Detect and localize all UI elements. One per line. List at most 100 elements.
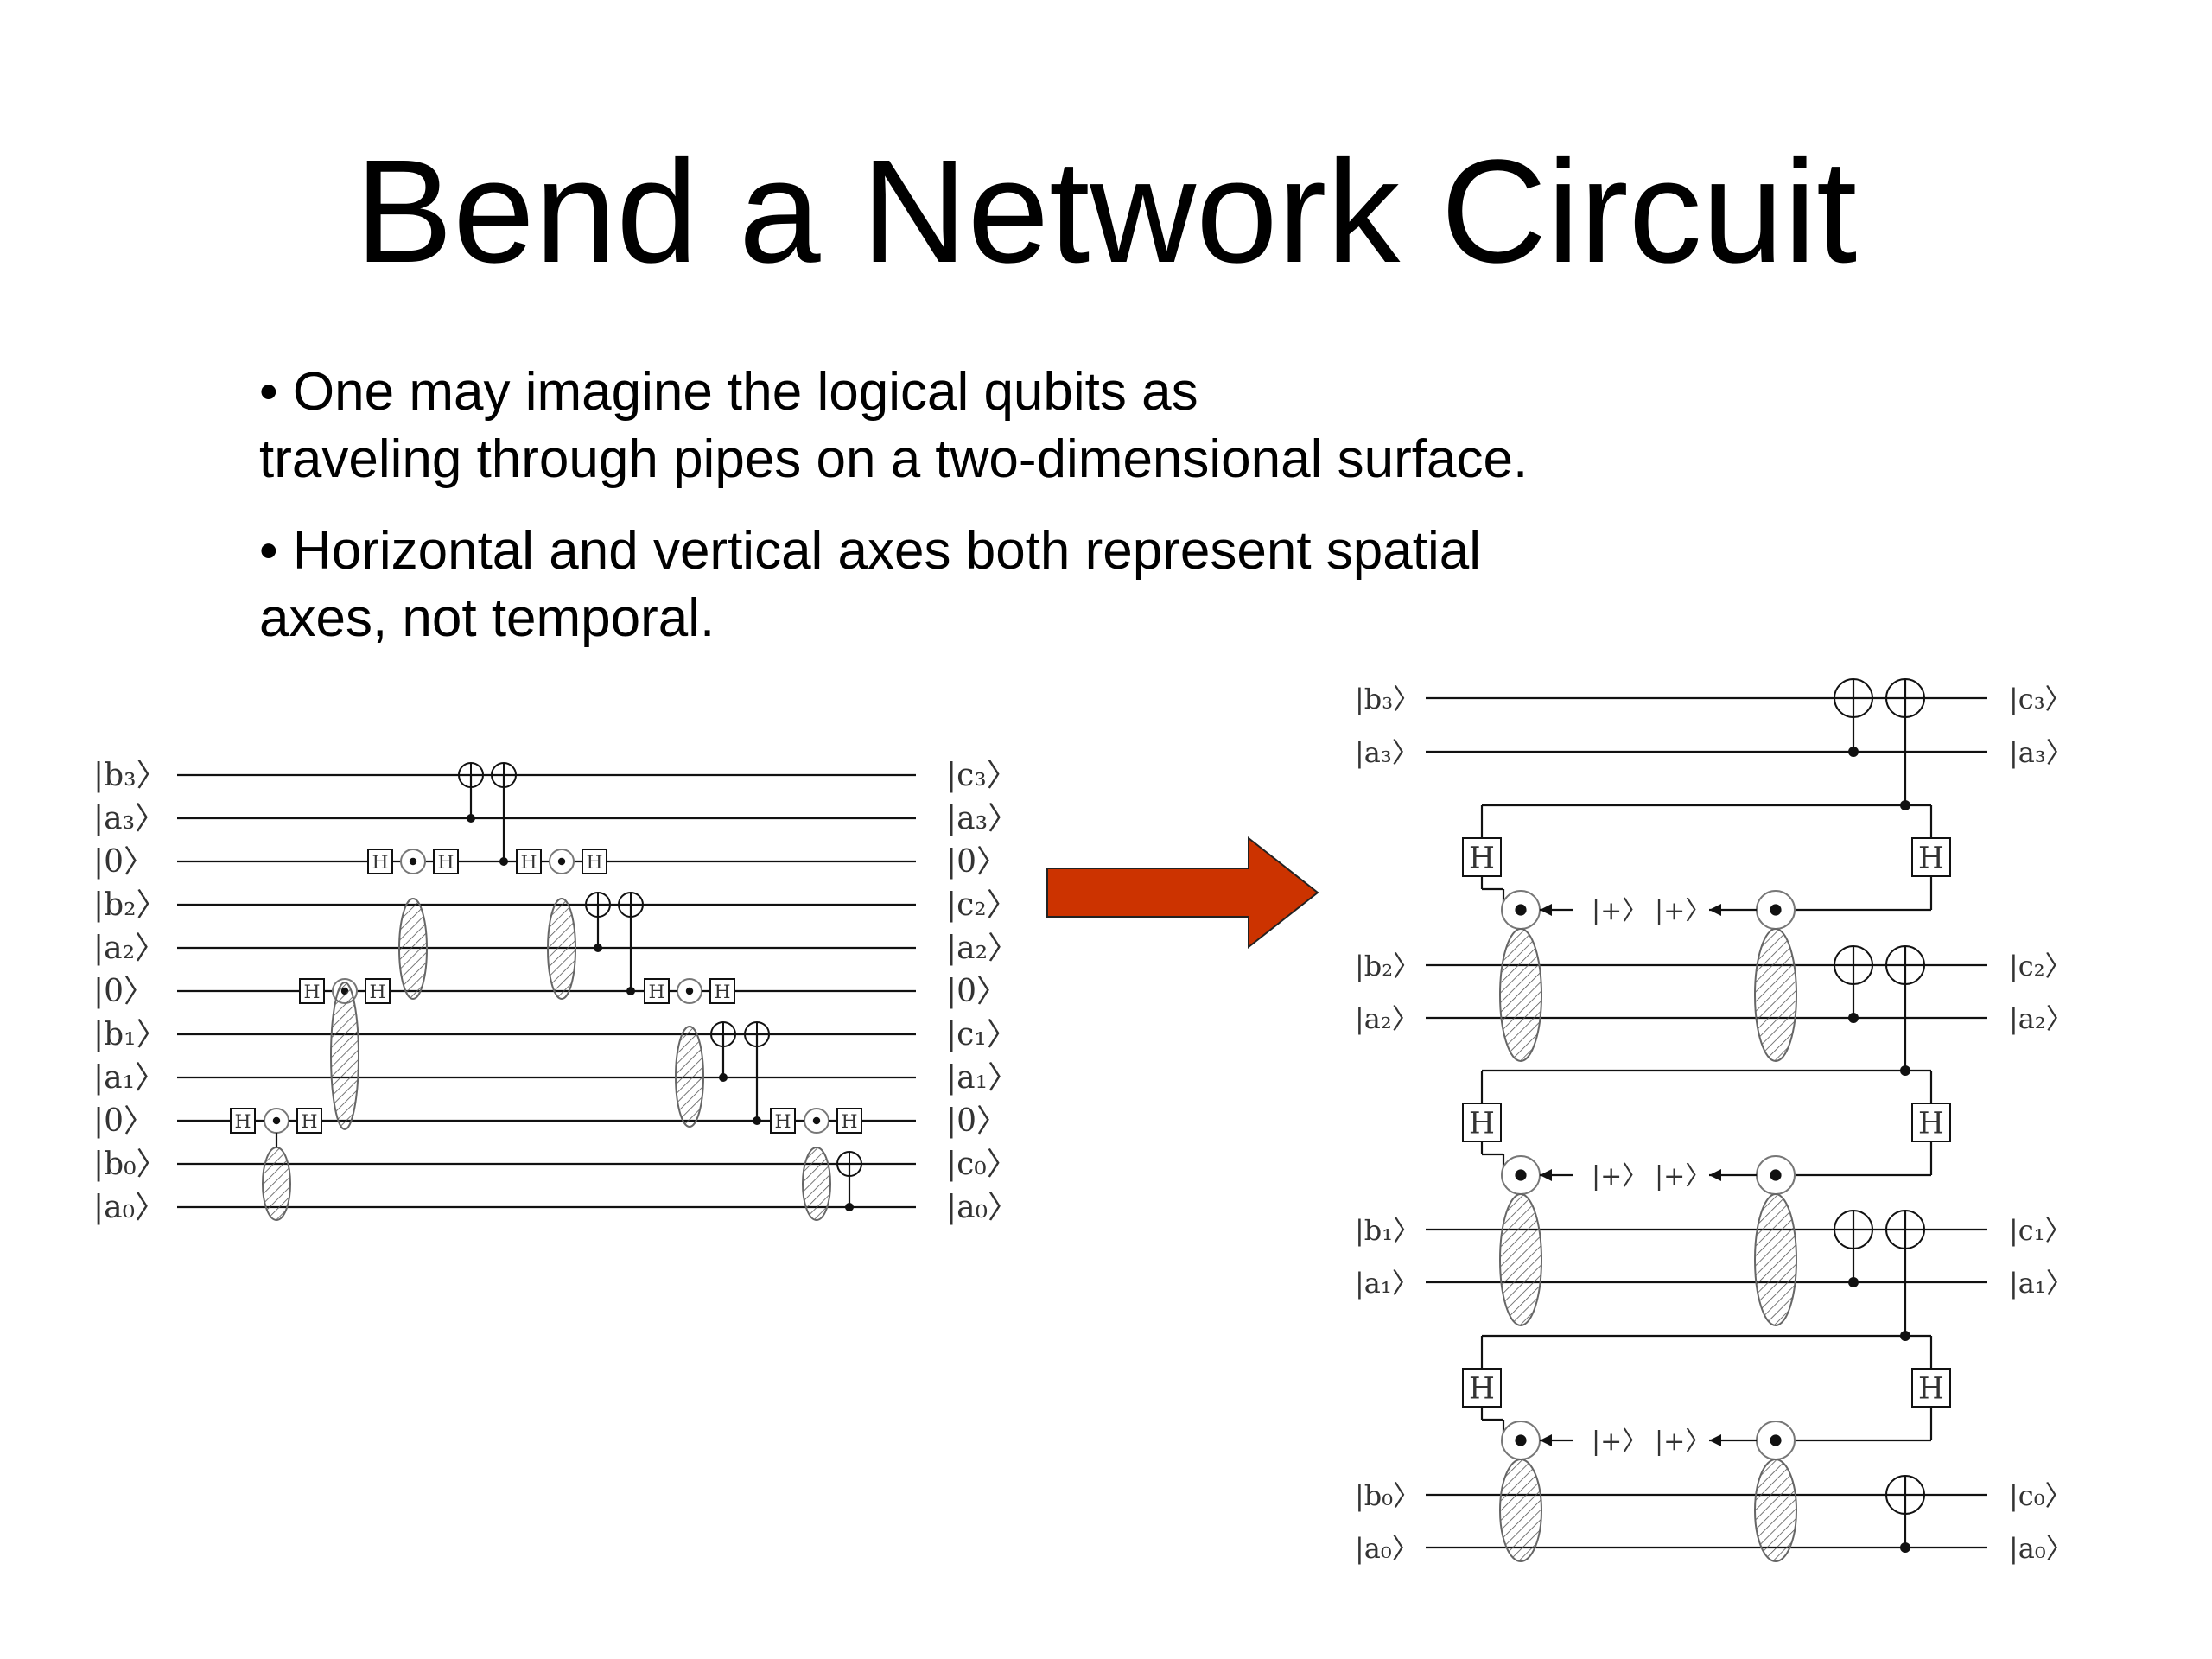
qubit-label: |0〉	[946, 1103, 1007, 1139]
control-dot	[1515, 904, 1527, 916]
entangling-pipe	[1754, 1459, 1797, 1562]
entangling-pipe	[802, 1147, 831, 1221]
arrow-head	[1540, 1434, 1552, 1446]
qubit-label: |c₁〉	[2009, 1214, 2073, 1247]
h-gate	[296, 1108, 322, 1134]
qubit-label: |0〉	[93, 974, 155, 1009]
h-gate	[582, 849, 607, 874]
bullet-list: • One may imagine the logical qubits as …	[259, 359, 1728, 677]
control-dot	[812, 1116, 821, 1125]
bullet-text: traveling through pipes on a two-dimensi…	[259, 429, 1529, 489]
qubit-label: |a₀〉	[946, 1190, 1019, 1225]
control-dot	[1770, 904, 1782, 916]
h-gate	[1462, 837, 1502, 877]
qubit-label: |a₂〉	[1355, 1002, 1420, 1035]
h-gate-label: H	[714, 982, 730, 1003]
control-dot	[1770, 1434, 1782, 1446]
qubit-label: |0〉	[946, 844, 1007, 880]
h-gate-label: H	[301, 1111, 317, 1133]
qubit-label: |+〉	[1592, 1427, 1648, 1457]
control-dot	[594, 944, 602, 952]
qubit-label: |+〉	[1655, 1161, 1711, 1192]
qubit-label: |a₀〉	[1355, 1532, 1420, 1565]
h-gate-label: H	[1918, 1106, 1944, 1141]
control-dot	[272, 1116, 281, 1125]
h-gate-label: H	[1469, 1371, 1495, 1406]
qubit-label: |a₂〉	[93, 931, 166, 966]
qubit-label: |+〉	[1592, 1161, 1648, 1192]
qubit-label: |a₂〉	[946, 931, 1019, 966]
bullet-text: axes, not temporal.	[259, 588, 715, 648]
control-dot	[499, 857, 508, 866]
qubit-label: |b₂〉	[1355, 950, 1421, 982]
qubit-label: |c₃〉	[2009, 683, 2073, 715]
h-gate-label: H	[774, 1111, 791, 1133]
qubit-label: |b₀〉	[93, 1147, 168, 1182]
right-circuit: |b₃〉|c₃〉|a₃〉|a₃〉|b₂〉|c₂〉|a₂〉|a₂〉|b₁〉|c₁〉…	[1355, 678, 2074, 1565]
qubit-label: |a₁〉	[946, 1060, 1019, 1096]
h-gate-label: H	[1469, 841, 1495, 875]
page-title: Bend a Network Circuit	[354, 130, 1858, 294]
entangling-pipe	[1754, 928, 1797, 1062]
qubit-label: |a₁〉	[93, 1060, 166, 1096]
bullet-item: • Horizontal and vertical axes both repr…	[259, 518, 1728, 652]
control-dot	[557, 857, 566, 866]
entangling-pipe	[398, 898, 428, 1000]
control-dot	[1900, 1542, 1910, 1553]
entangling-pipe	[330, 982, 359, 1130]
h-gate-label: H	[372, 852, 388, 874]
left-circuit: |b₃〉 |c₃〉 |a₃〉 |a₃〉 |0〉 |0〉 |b₂〉 |c₂〉 |a₂〉 |a₂〉 |0…	[93, 758, 1019, 1225]
qubit-label: |a₁〉	[2009, 1267, 2074, 1300]
h-gate-label: H	[234, 1111, 251, 1133]
h-gate	[1911, 1368, 1951, 1408]
qubit-label: |c₀〉	[946, 1147, 1018, 1182]
control-dot	[845, 1203, 854, 1211]
h-gate	[433, 849, 459, 874]
h-gate	[1462, 1103, 1502, 1142]
h-gate	[299, 978, 325, 1004]
control-dot	[1848, 747, 1859, 757]
h-gate-label: H	[841, 1111, 857, 1133]
control-dot	[409, 857, 417, 866]
control-dot	[1515, 1169, 1527, 1181]
h-gate-label: H	[303, 982, 320, 1003]
h-gate	[1911, 837, 1951, 877]
qubit-label: |0〉	[93, 1103, 155, 1139]
qubit-label: |b₃〉	[1355, 683, 1421, 715]
qubit-label: |b₂〉	[93, 887, 168, 923]
qubit-label: |a₀〉	[2009, 1532, 2074, 1565]
qubit-label: |a₃〉	[93, 801, 166, 836]
qubit-label: |0〉	[946, 974, 1007, 1009]
control-dot	[467, 814, 475, 823]
entangling-pipe	[1499, 1459, 1542, 1562]
control-dot	[753, 1116, 761, 1125]
h-gate	[836, 1108, 862, 1134]
entangling-pipe	[1499, 928, 1542, 1062]
arrow-head	[1709, 1434, 1721, 1446]
qubit-label: |c₂〉	[2009, 950, 2073, 982]
qubit-label: |a₃〉	[946, 801, 1019, 836]
qubit-label: |0〉	[93, 844, 155, 880]
qubit-label: |c₃〉	[946, 758, 1018, 793]
control-dot	[719, 1073, 728, 1082]
h-gate-label: H	[1469, 1106, 1495, 1141]
qubit-label: |+〉	[1592, 896, 1648, 926]
h-gate-label: H	[1918, 841, 1944, 875]
right-arrow-icon	[1046, 836, 1319, 950]
h-gate-label: H	[648, 982, 664, 1003]
bullet-item: • One may imagine the logical qubits as …	[259, 359, 1728, 493]
arrow-head	[1540, 1169, 1552, 1181]
control-dot	[1515, 1434, 1527, 1446]
h-gate	[367, 849, 393, 874]
control-dot	[626, 987, 635, 995]
h-gate-label: H	[520, 852, 537, 874]
qubit-label: |+〉	[1655, 1427, 1711, 1457]
qubit-label: |b₃〉	[93, 758, 168, 793]
h-gate	[1462, 1368, 1502, 1408]
qubit-label: |a₃〉	[1355, 736, 1420, 769]
qubit-label: |c₂〉	[946, 887, 1018, 923]
h-gate	[709, 978, 735, 1004]
entangling-pipe	[1754, 1193, 1797, 1326]
h-gate-label: H	[1918, 1371, 1944, 1406]
